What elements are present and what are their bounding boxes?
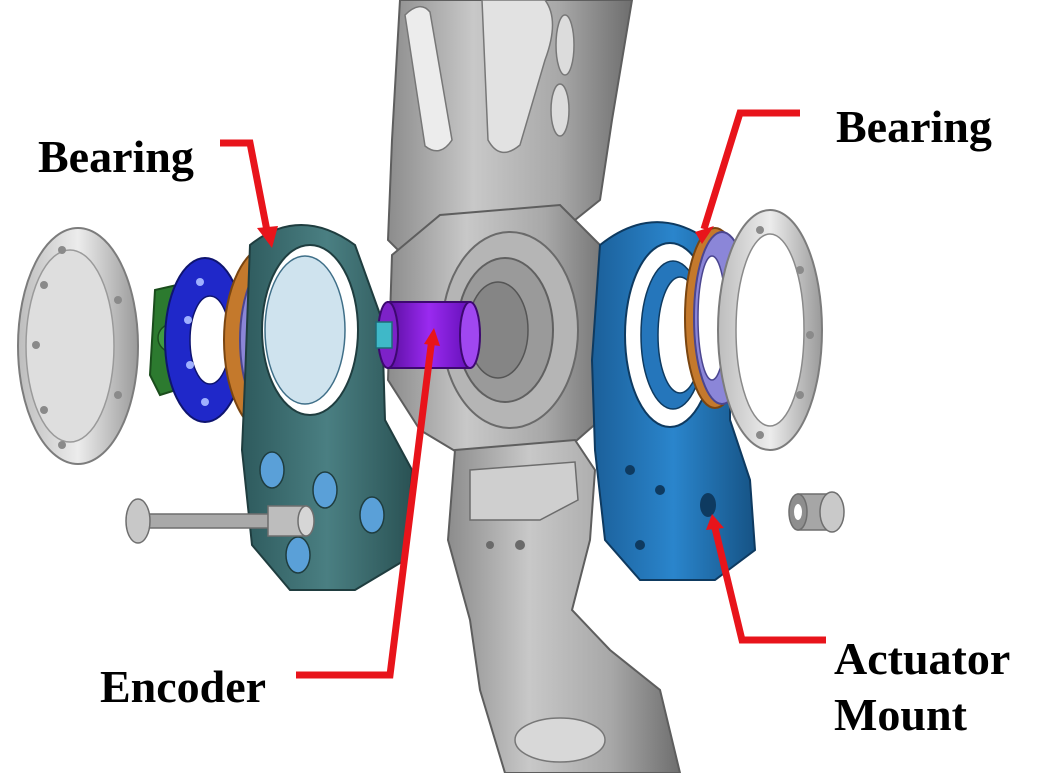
actuator-mount-label-line2: Mount — [834, 689, 967, 740]
actuator-mount-label-line1: Actuator — [834, 633, 1011, 684]
arrowhead-actuator-mount — [706, 514, 724, 530]
encoder-disc-part — [164, 257, 246, 423]
bearing-left-label: Bearing — [38, 131, 194, 182]
end-cap-part — [17, 227, 139, 465]
bushing-part — [788, 491, 845, 533]
callout-line-actuator-mount — [711, 527, 826, 644]
callout-line-encoder — [296, 337, 436, 679]
left-mount-part — [240, 224, 414, 591]
callout-line-bearing-left — [220, 139, 272, 237]
end-ring-part — [717, 209, 823, 451]
bearing-right-label: Bearing — [836, 101, 992, 152]
callout-line-bearing-right — [700, 109, 800, 231]
arrowhead-encoder — [424, 328, 440, 346]
arrowhead-bearing-left — [257, 226, 278, 248]
frame-part — [386, 0, 682, 773]
arrowhead-bearing-right — [695, 226, 714, 244]
bolt-part — [125, 498, 315, 544]
encoder-label: Encoder — [100, 661, 267, 712]
